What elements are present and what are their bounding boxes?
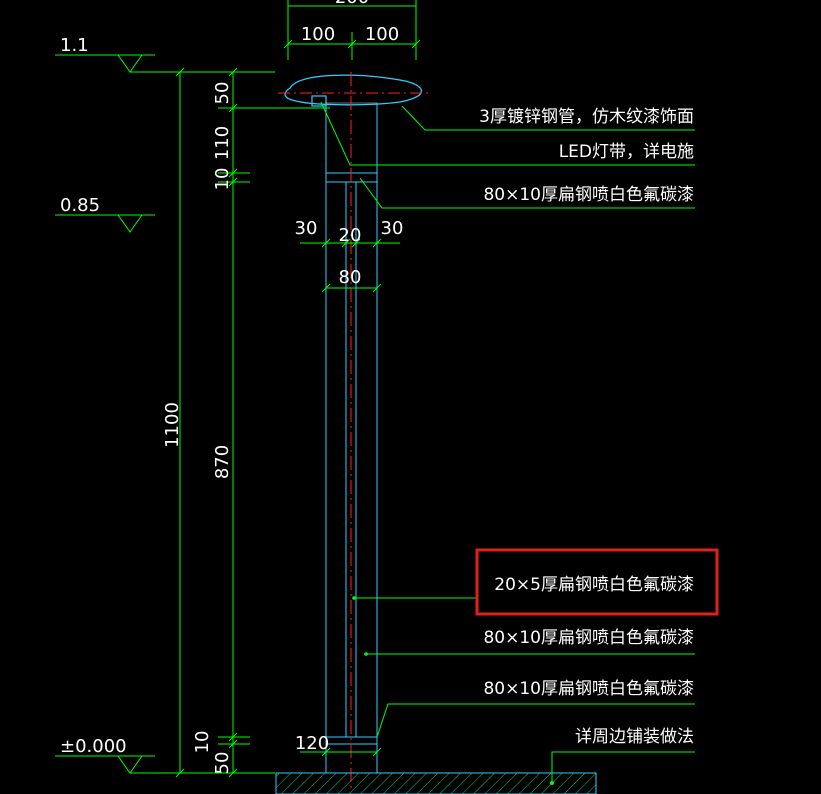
level-marker-mid	[55, 214, 155, 233]
dim-side-30-left: 30	[295, 218, 318, 239]
dim-total-1100: 1100	[162, 402, 183, 448]
note-post-flat-steel: 80×10厚扁钢喷白色氟碳漆	[483, 628, 694, 648]
dim-post-870: 870	[212, 445, 233, 479]
post	[325, 72, 378, 790]
dim-side-30-right: 30	[381, 218, 404, 239]
dim-base-50: 50	[212, 752, 233, 775]
dim-rail-110: 110	[212, 126, 233, 160]
dim-rail-10-top: 10	[212, 168, 233, 191]
note-bottom-flat-steel: 80×10厚扁钢喷白色氟碳漆	[483, 679, 694, 699]
level-mid: 0.85	[60, 195, 100, 216]
dim-top-left: 100	[301, 24, 335, 45]
level-marker-top	[55, 54, 275, 73]
post-width-dimensions	[300, 238, 400, 757]
dim-top-right: 100	[365, 24, 399, 45]
vertical-dimensions	[175, 67, 330, 778]
level-ground: ±0.000	[60, 736, 127, 757]
top-dimensions	[283, 0, 421, 60]
note-led-strip: LED灯带，详电施	[559, 142, 694, 162]
note-center-flat-steel: 20×5厚扁钢喷白色氟碳漆	[494, 575, 694, 595]
leader-dots	[352, 596, 554, 785]
dim-rail-10-bottom: 10	[192, 731, 213, 754]
dim-width-80: 80	[339, 267, 362, 288]
level-top: 1.1	[60, 35, 89, 56]
leader-lines	[320, 101, 695, 783]
dim-base-120: 120	[295, 733, 329, 754]
handrail	[278, 74, 430, 107]
dim-rail-50: 50	[212, 82, 233, 105]
note-top-flat-steel: 80×10厚扁钢喷白色氟碳漆	[483, 185, 694, 205]
dim-side-20: 20	[339, 225, 362, 246]
level-marker-ground	[55, 755, 275, 774]
note-handrail-pipe: 3厚镀锌钢管，仿木纹漆饰面	[479, 107, 694, 127]
ground-slab	[275, 772, 597, 794]
dim-top-total: 200	[335, 0, 369, 8]
note-paving: 详周边铺装做法	[575, 727, 694, 747]
led-strip	[311, 95, 327, 107]
highlight-box	[475, 548, 719, 616]
